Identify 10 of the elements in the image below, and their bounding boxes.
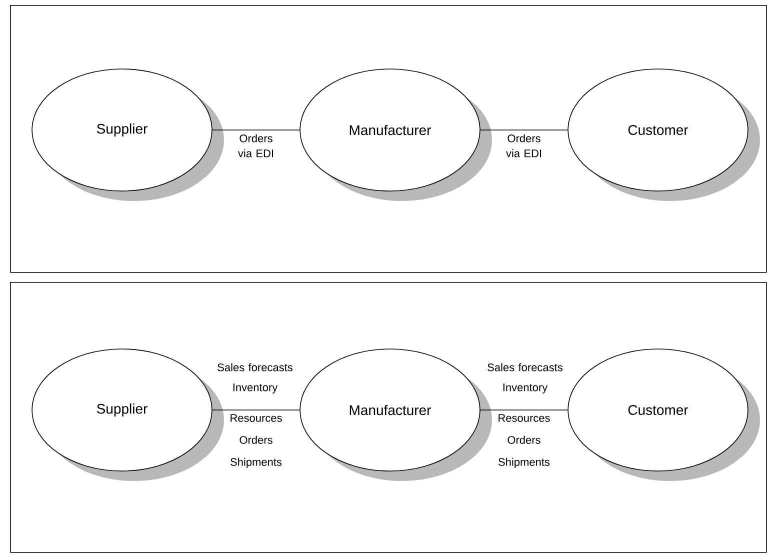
panel-frame xyxy=(10,282,767,553)
edge-label: Orders via EDI xyxy=(506,134,541,158)
edge-label: Orders via EDI xyxy=(238,134,273,158)
ellipse-node: Supplier xyxy=(32,68,224,201)
ellipse-node: Customer xyxy=(568,348,760,481)
ellipse-node: Manufacturer xyxy=(300,68,492,201)
edge-label: Resources Orders Shipments xyxy=(230,414,282,468)
ellipse-node: Customer xyxy=(568,68,760,201)
edge-label: Resources Orders Shipments xyxy=(498,414,550,468)
panel-frame xyxy=(10,5,767,273)
